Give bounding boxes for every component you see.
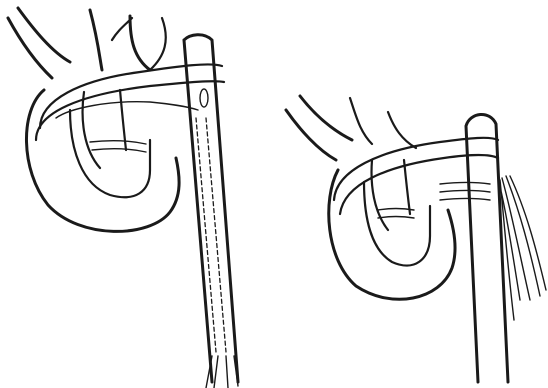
left-cord-loop-4 bbox=[90, 141, 146, 152]
left-rod-hole bbox=[200, 89, 208, 107]
right-cord-wrap bbox=[440, 183, 490, 201]
right-cord-inner bbox=[378, 209, 414, 219]
left-hand-outer bbox=[26, 90, 179, 231]
left-cord-loop-3 bbox=[56, 102, 198, 118]
right-arm-outline-1 bbox=[286, 96, 352, 160]
left-rod bbox=[184, 35, 238, 382]
left-cord-loop-2 bbox=[36, 81, 224, 140]
right-hand-outer bbox=[329, 170, 455, 299]
left-fingers-top bbox=[112, 18, 166, 70]
left-arm-outline-1 bbox=[8, 8, 70, 78]
left-panel bbox=[8, 8, 238, 388]
left-rod-stitching-2 bbox=[206, 118, 226, 352]
right-panel bbox=[286, 96, 546, 382]
left-arm-outline-2 bbox=[90, 10, 150, 70]
right-arm-outline-2 bbox=[350, 98, 416, 148]
left-cord-loop-1 bbox=[40, 64, 222, 128]
